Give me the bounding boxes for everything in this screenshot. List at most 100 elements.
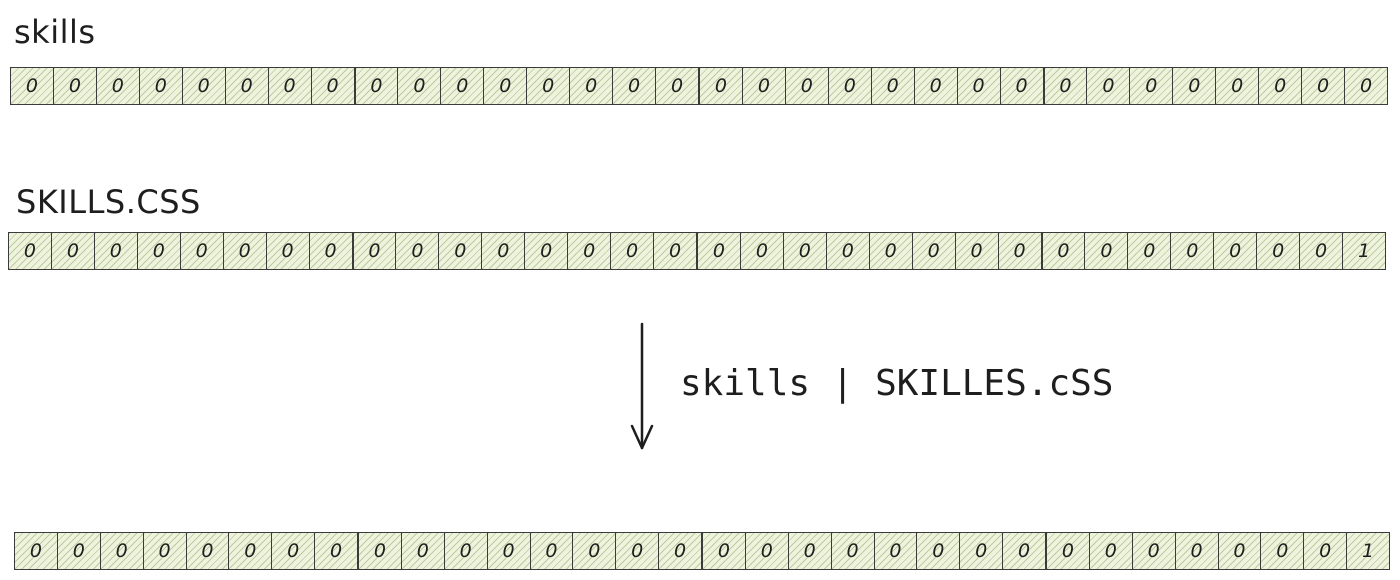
bit-cell: 0 bbox=[613, 68, 657, 104]
bit-cell: 0 bbox=[826, 233, 870, 269]
bit-cell: 0 bbox=[917, 533, 961, 569]
bit-cell: 0 bbox=[783, 233, 827, 269]
bit-cell: 0 bbox=[11, 68, 54, 104]
bit-cell: 0 bbox=[439, 233, 483, 269]
bit-cell: 1 bbox=[1343, 233, 1385, 269]
bit-cell: 0 bbox=[1000, 68, 1044, 104]
bit-cell: 0 bbox=[143, 533, 187, 569]
bit-cell: 0 bbox=[1302, 68, 1346, 104]
down-arrow-icon bbox=[630, 322, 654, 450]
bit-cell: 0 bbox=[309, 233, 353, 269]
bit-cell: 0 bbox=[9, 233, 52, 269]
bit-cell: 0 bbox=[611, 233, 655, 269]
bit-cell: 0 bbox=[396, 233, 440, 269]
bit-cell: 0 bbox=[15, 533, 58, 569]
bit-cell: 0 bbox=[955, 233, 999, 269]
bit-cell: 0 bbox=[484, 68, 528, 104]
row-label-skills: skills bbox=[14, 13, 96, 51]
bit-cell: 0 bbox=[180, 233, 224, 269]
bit-cell: 0 bbox=[1043, 68, 1088, 104]
bit-cell: 0 bbox=[139, 68, 183, 104]
bit-cell: 0 bbox=[1300, 233, 1344, 269]
bit-cell: 0 bbox=[1132, 533, 1176, 569]
bit-cell: 0 bbox=[1130, 68, 1174, 104]
bit-cell: 0 bbox=[654, 233, 697, 269]
bit-cell: 0 bbox=[1345, 68, 1387, 104]
bit-cell: 0 bbox=[51, 233, 95, 269]
bit-cell: 0 bbox=[186, 533, 230, 569]
bit-cell: 0 bbox=[740, 233, 784, 269]
bit-cell: 0 bbox=[487, 533, 531, 569]
bit-cell: 0 bbox=[358, 533, 402, 569]
bit-cell: 0 bbox=[957, 68, 1001, 104]
bit-cell: 0 bbox=[223, 233, 267, 269]
bit-cell: 0 bbox=[229, 533, 273, 569]
bit-cell: 0 bbox=[1173, 68, 1217, 104]
bit-cell: 1 bbox=[1347, 533, 1389, 569]
operation-label: skills | SKILLES.cSS bbox=[680, 363, 1114, 404]
bit-cell: 0 bbox=[482, 233, 526, 269]
bit-cell: 0 bbox=[137, 233, 181, 269]
bit-cell: 0 bbox=[568, 233, 612, 269]
bit-cell: 0 bbox=[444, 533, 488, 569]
bit-cell: 0 bbox=[1216, 68, 1260, 104]
bit-cell: 0 bbox=[697, 233, 741, 269]
bit-cell: 0 bbox=[1087, 68, 1131, 104]
bit-cell: 0 bbox=[53, 68, 97, 104]
bit-cell: 0 bbox=[441, 68, 485, 104]
bit-cell: 0 bbox=[914, 68, 958, 104]
bit-cell: 0 bbox=[398, 68, 442, 104]
bit-cell: 0 bbox=[702, 533, 746, 569]
bit-cell: 0 bbox=[57, 533, 101, 569]
bit-cell: 0 bbox=[1128, 233, 1172, 269]
bit-cell: 0 bbox=[225, 68, 269, 104]
bit-cell: 0 bbox=[616, 533, 660, 569]
bit-cell: 0 bbox=[788, 533, 832, 569]
bit-cell: 0 bbox=[1257, 233, 1301, 269]
bit-cell: 0 bbox=[1259, 68, 1303, 104]
bit-cell: 0 bbox=[1261, 533, 1305, 569]
bit-cell: 0 bbox=[530, 533, 574, 569]
bit-cell: 0 bbox=[315, 533, 358, 569]
bit-cell: 0 bbox=[527, 68, 571, 104]
bit-cell: 0 bbox=[266, 233, 310, 269]
bit-cell: 0 bbox=[1214, 233, 1258, 269]
bit-cell: 0 bbox=[354, 68, 399, 104]
bit-cell: 0 bbox=[272, 533, 316, 569]
bit-cell: 0 bbox=[100, 533, 144, 569]
bit-cell: 0 bbox=[699, 68, 743, 104]
bit-cell: 0 bbox=[785, 68, 829, 104]
bit-cell: 0 bbox=[1089, 533, 1133, 569]
bit-cell: 0 bbox=[352, 233, 397, 269]
bit-cell: 0 bbox=[1175, 533, 1219, 569]
bit-cell: 0 bbox=[1304, 533, 1348, 569]
bit-cell: 0 bbox=[869, 233, 913, 269]
bit-cell: 0 bbox=[311, 68, 355, 104]
bit-cell: 0 bbox=[742, 68, 786, 104]
bit-cell: 0 bbox=[656, 68, 699, 104]
bit-cell: 0 bbox=[998, 233, 1042, 269]
bit-cell: 0 bbox=[831, 533, 875, 569]
bit-cell: 0 bbox=[401, 533, 445, 569]
bit-cell: 0 bbox=[268, 68, 312, 104]
bit-cell: 0 bbox=[1171, 233, 1215, 269]
bit-cell: 0 bbox=[960, 533, 1004, 569]
bit-cell: 0 bbox=[570, 68, 614, 104]
bit-cell: 0 bbox=[745, 533, 789, 569]
bit-cell: 0 bbox=[182, 68, 226, 104]
bit-cell: 0 bbox=[659, 533, 702, 569]
bit-cell: 0 bbox=[828, 68, 872, 104]
bit-cell: 0 bbox=[871, 68, 915, 104]
bit-cell: 0 bbox=[1041, 233, 1086, 269]
row-label-skills-css: SKILLS.CSS bbox=[16, 183, 201, 221]
bit-cell: 0 bbox=[912, 233, 956, 269]
bit-cell: 0 bbox=[874, 533, 918, 569]
bit-cell: 0 bbox=[94, 233, 138, 269]
bit-cell: 0 bbox=[1218, 533, 1262, 569]
bit-cell: 0 bbox=[1046, 533, 1090, 569]
bit-cell: 0 bbox=[573, 533, 617, 569]
bit-cell: 0 bbox=[1085, 233, 1129, 269]
bit-cell: 0 bbox=[96, 68, 140, 104]
